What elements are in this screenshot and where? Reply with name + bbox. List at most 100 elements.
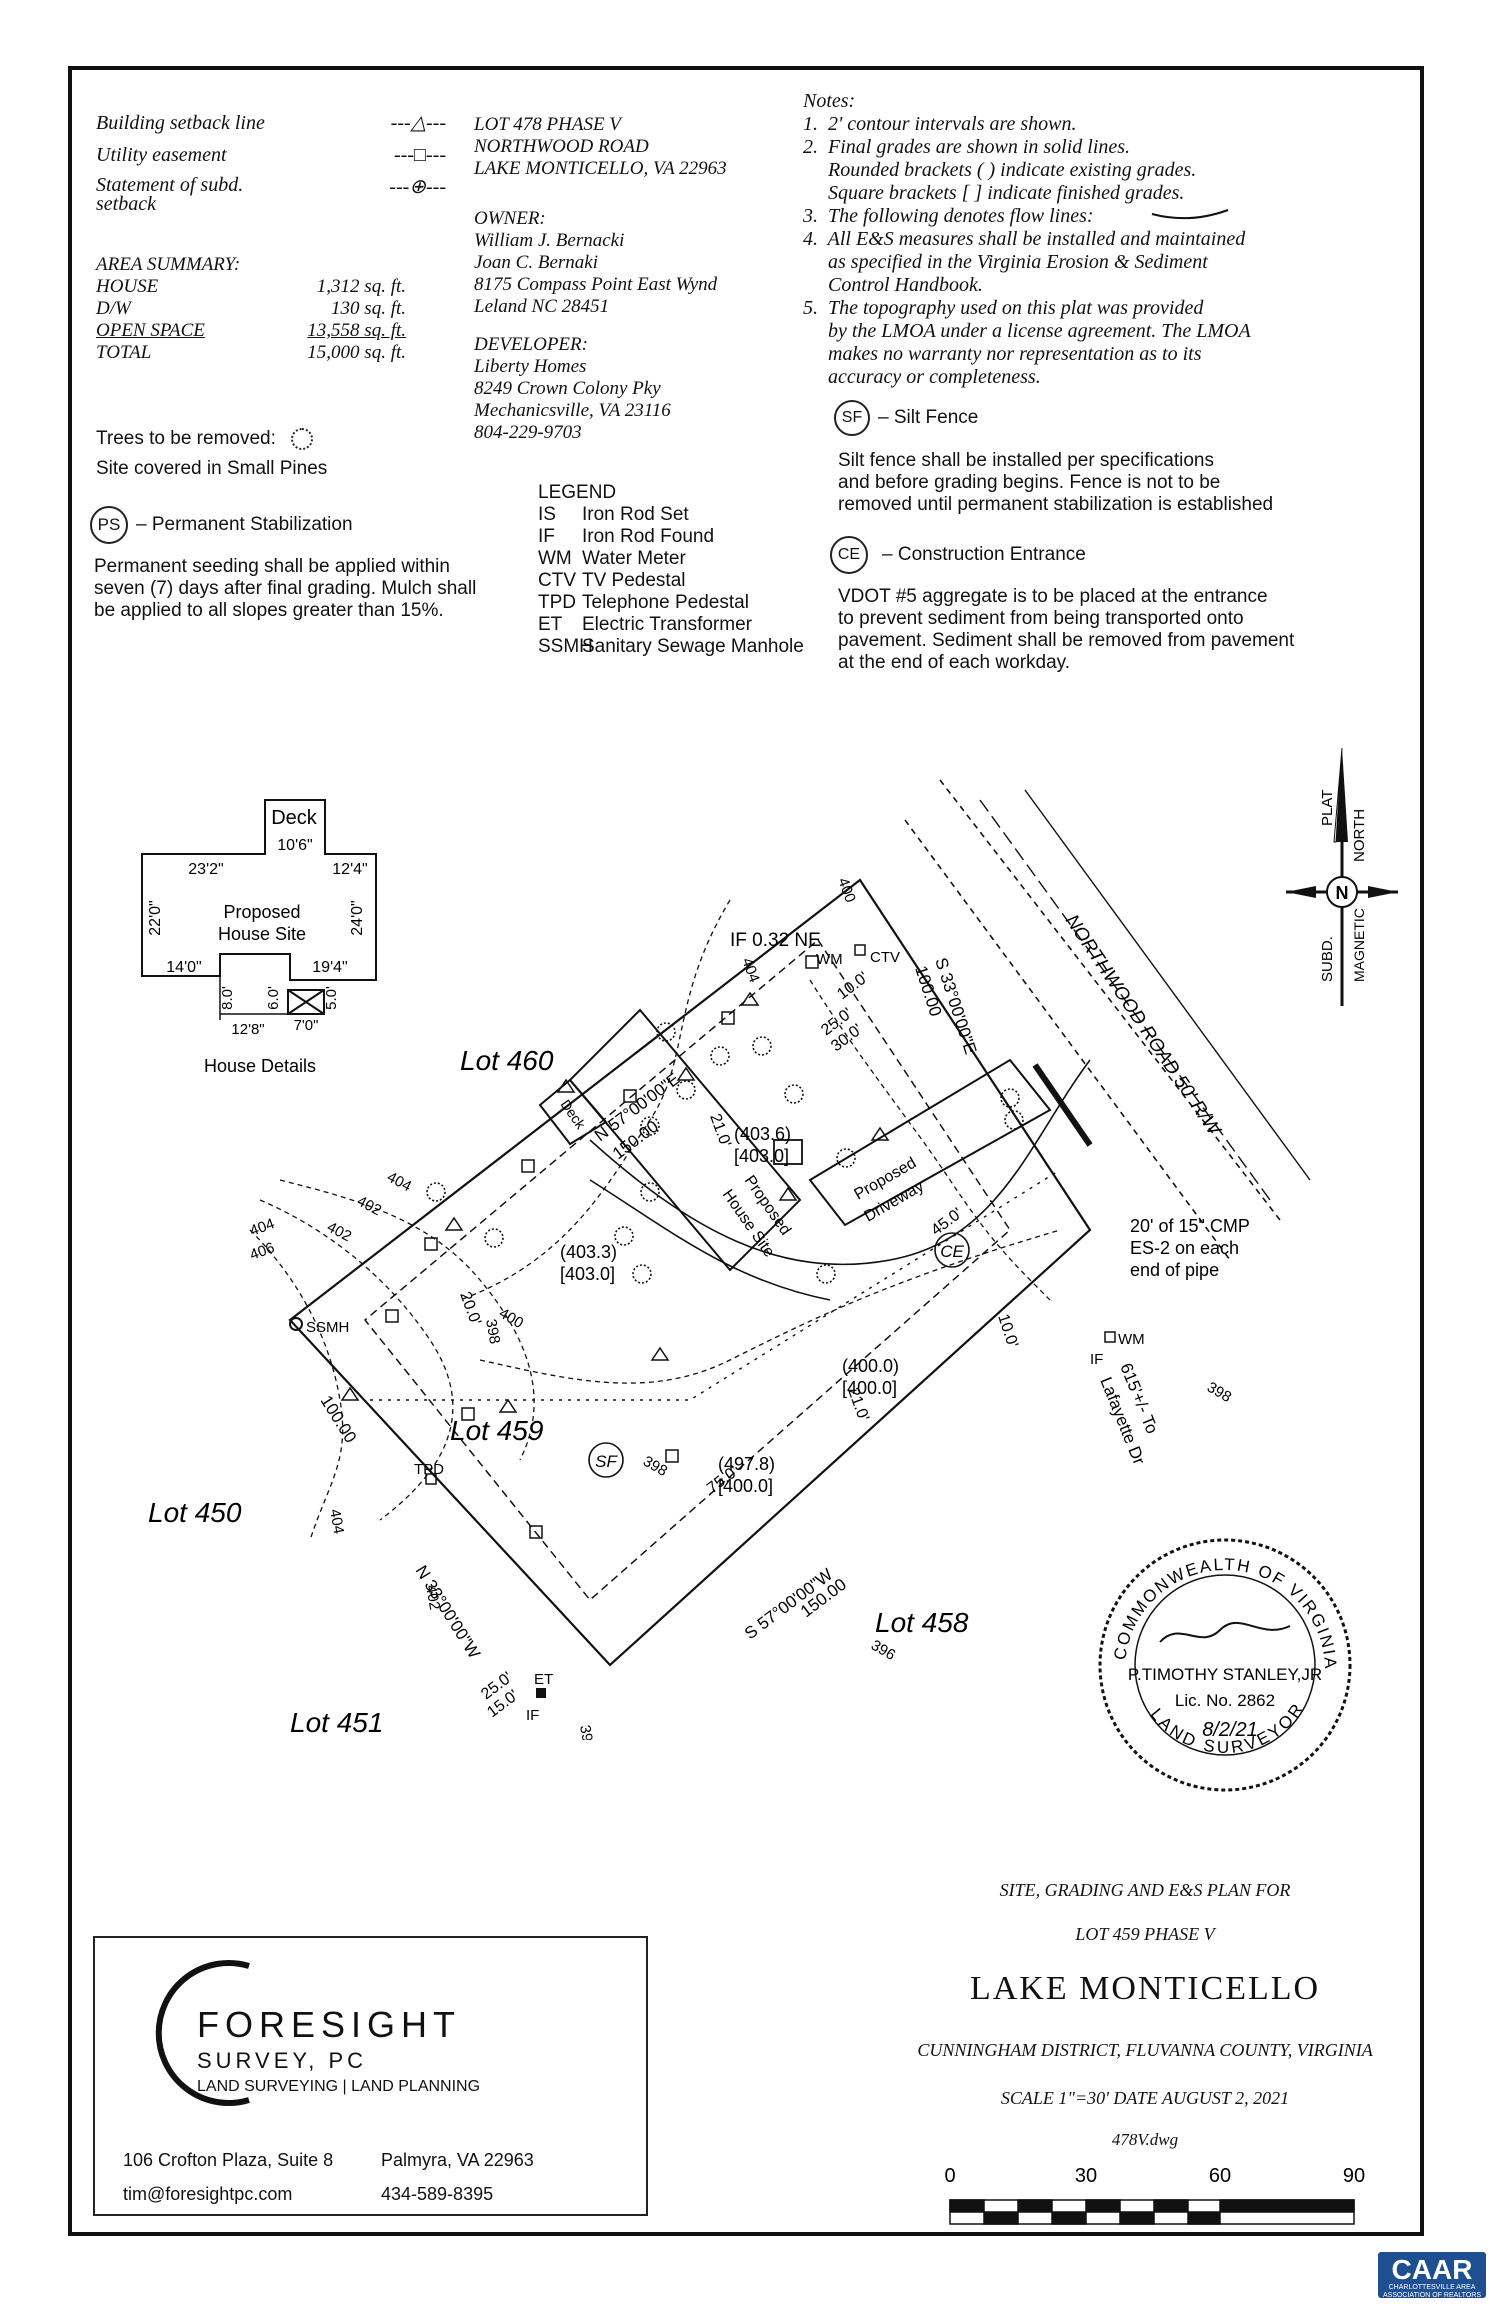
ce-legend: CE – Construction Entrance <box>830 536 1086 574</box>
company-email[interactable]: tim@foresightpc.com <box>123 2184 293 2204</box>
setback-line <box>363 938 1011 1602</box>
svg-text:(403.3): (403.3) <box>560 1242 617 1262</box>
area-value: 1,312 sq. ft. <box>316 276 406 297</box>
if-tag: IF <box>526 1707 539 1724</box>
svg-text:[400.0]: [400.0] <box>718 1476 773 1496</box>
setback-symbol: ---△--- <box>390 112 446 134</box>
ce-note: VDOT #5 aggregate is to be placed at the… <box>838 586 1295 673</box>
ps-circle-icon: PS <box>90 506 128 544</box>
svg-text:30: 30 <box>1075 2165 1097 2187</box>
house-footprint <box>568 1008 802 1272</box>
detail-deck: Deck <box>271 807 318 829</box>
deck-footprint <box>538 1078 608 1146</box>
svg-text:[403.0]: [403.0] <box>734 1146 789 1166</box>
svg-text:Lic. No. 2862: Lic. No. 2862 <box>1175 1691 1275 1710</box>
stoop-box <box>287 989 325 1015</box>
lot-460-label: Lot 460 <box>460 1045 554 1076</box>
scale-bar: 0 30 60 90 <box>944 2165 1365 2225</box>
area-value: 130 sq. ft. <box>331 298 406 319</box>
svg-text:22'0": 22'0" <box>147 900 164 935</box>
title-line-4: CUNNINGHAM DISTRICT, FLUVANNA COUNTY, VI… <box>917 2040 1373 2060</box>
if-tag: IF <box>1090 1351 1103 1368</box>
deck-plan-label: Deck <box>558 1097 590 1133</box>
cmp-note: 20' of 15" CMP <box>1130 1216 1250 1236</box>
site-plan: SF CE Lot 460 Lot 459 Lot 450 Lot 458 Lo… <box>148 779 1311 1740</box>
svg-text:398: 398 <box>482 1318 503 1346</box>
svg-text:402: 402 <box>422 1584 443 1612</box>
wm-tag: WM <box>816 951 843 968</box>
sf-note: Silt fence shall be installed per specif… <box>838 450 1274 515</box>
general-notes: Notes:1. 2' contour intervals are shown.… <box>803 90 1251 388</box>
trees-note: Trees to be removed: <box>96 428 314 450</box>
tpd-tag: TPD <box>414 1461 444 1478</box>
tree-icon <box>291 428 314 450</box>
ce-text: – Construction Entrance <box>882 544 1086 565</box>
svg-text:(400.0): (400.0) <box>842 1356 899 1376</box>
svg-text:12'8": 12'8" <box>231 1021 264 1038</box>
svg-text:(403.6): (403.6) <box>734 1124 791 1144</box>
trees-label: Trees to be removed: <box>96 428 276 450</box>
svg-text:SF: SF <box>595 1452 618 1471</box>
signature-scribble <box>1159 1621 1291 1643</box>
easement-symbol: ---□--- <box>393 144 446 166</box>
ps-legend: PS – Permanent Stabilization <box>90 506 353 544</box>
dwg-file: 478V.dwg <box>1111 2130 1179 2149</box>
svg-text:10.0': 10.0' <box>994 1312 1021 1350</box>
svg-text:N: N <box>1336 883 1349 903</box>
svg-text:[403.0]: [403.0] <box>560 1264 615 1284</box>
svg-text:400: 400 <box>834 876 859 905</box>
svg-text:[400.0]: [400.0] <box>842 1378 897 1398</box>
svg-text:396: 396 <box>868 1637 898 1664</box>
sf-circle-icon: SF <box>834 400 870 436</box>
ce-circle-icon: CE <box>830 536 868 574</box>
lot-451-label: Lot 451 <box>290 1707 383 1738</box>
cmp-culvert <box>1032 1063 1093 1147</box>
wm-tag: WM <box>1118 1331 1145 1348</box>
house-outline <box>141 799 377 981</box>
ssmh-tag: SSMH <box>306 1319 349 1336</box>
lot-450-label: Lot 450 <box>148 1497 242 1528</box>
driveway <box>808 1058 1052 1227</box>
if-ne-label: IF 0.32 NE <box>730 930 821 951</box>
lot-458-label: Lot 458 <box>875 1607 969 1638</box>
svg-text:8.0': 8.0' <box>219 986 236 1010</box>
svg-text:60: 60 <box>1209 2165 1231 2187</box>
svg-text:NORTH: NORTH <box>1351 809 1368 862</box>
title-line-2: LOT 459 PHASE V <box>1075 1924 1215 1944</box>
company-phone[interactable]: 434-589-8395 <box>381 2184 494 2204</box>
svg-text:SUBD.: SUBD. <box>1319 936 1336 982</box>
svg-text:398: 398 <box>1204 1379 1234 1406</box>
road-label: NORTHWOOD ROAD 50' R/W <box>1061 911 1225 1141</box>
et-tag: ET <box>534 1671 553 1688</box>
lot-459-label: Lot 459 <box>450 1415 543 1446</box>
svg-text:404: 404 <box>326 1508 347 1536</box>
title-line-5: SCALE 1"=30' DATE AUGUST 2, 2021 <box>1000 2088 1290 2108</box>
svg-text:ES-2 on each: ES-2 on each <box>1130 1238 1239 1258</box>
sf-legend: SF – Silt Fence <box>834 400 978 436</box>
site-note: Site covered in Small Pines <box>96 458 328 479</box>
company-tag: LAND SURVEYING | LAND PLANNING <box>197 2078 481 2095</box>
svg-text:404: 404 <box>248 1215 277 1240</box>
area-key: OPEN SPACE <box>96 320 205 341</box>
legend-label: Statement of subd. setback <box>96 174 244 215</box>
area-key: TOTAL <box>96 342 152 363</box>
svg-text:6.0': 6.0' <box>265 986 282 1010</box>
svg-text:404: 404 <box>384 1169 414 1196</box>
legend-label: Building setback line <box>96 112 265 134</box>
svg-text:(497.8): (497.8) <box>718 1454 775 1474</box>
area-value: 15,000 sq. ft. <box>307 342 406 363</box>
svg-text:19'4": 19'4" <box>312 959 347 976</box>
svg-text:20.0': 20.0' <box>456 1290 484 1328</box>
ps-text: – Permanent Stabilization <box>136 514 353 535</box>
svg-text:12'4": 12'4" <box>332 861 367 878</box>
area-value: 13,558 sq. ft. <box>307 320 406 341</box>
svg-text:CE: CE <box>940 1242 964 1261</box>
svg-text:23'2": 23'2" <box>188 861 223 878</box>
svg-text:402: 402 <box>354 1193 384 1220</box>
legend-title: LEGEND <box>538 482 617 503</box>
